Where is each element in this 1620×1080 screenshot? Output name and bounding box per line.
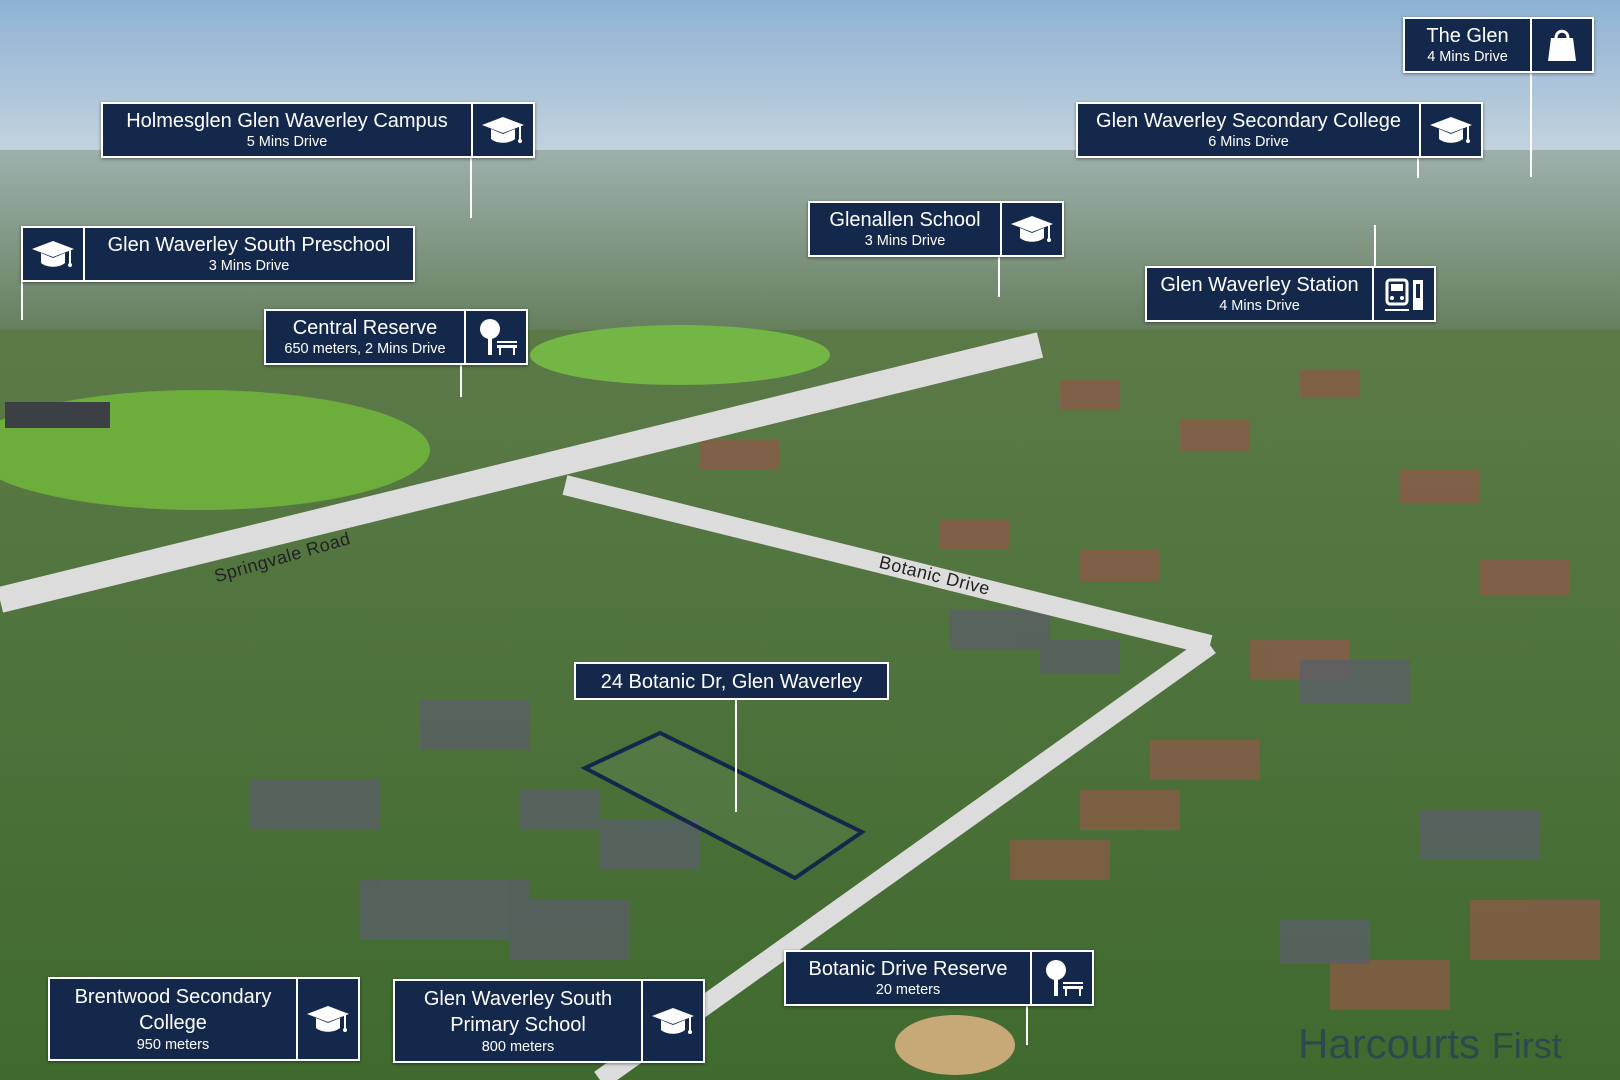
pointer-botanic-reserve	[1026, 1005, 1028, 1045]
place-detail: 6 Mins Drive	[1208, 134, 1289, 150]
pointer-the-glen	[1530, 72, 1532, 177]
pointer-holmesglen	[470, 158, 472, 218]
grandstand	[5, 402, 110, 428]
graduation-cap-icon	[471, 104, 533, 156]
place-name: Glen Waverley South Preschool	[107, 234, 391, 256]
brand-name: Harcourts	[1298, 1020, 1481, 1067]
place-detail: 5 Mins Drive	[246, 134, 328, 150]
callout-gw-south-preschool: Glen Waverley South Preschool 3 Mins Dri…	[21, 226, 415, 282]
graduation-cap-icon	[296, 979, 358, 1059]
graduation-cap-icon	[641, 981, 703, 1061]
place-detail: 4 Mins Drive	[1219, 298, 1300, 314]
callout-gw-secondary: Glen Waverley Secondary College 6 Mins D…	[1076, 102, 1483, 158]
callout-gw-south-primary: Glen Waverley South Primary School 800 m…	[393, 979, 705, 1063]
place-name: Holmesglen Glen Waverley Campus	[126, 110, 448, 132]
place-detail: 3 Mins Drive	[864, 233, 946, 249]
callout-glenallen: Glenallen School 3 Mins Drive	[808, 201, 1064, 257]
place-detail: 20 meters	[875, 982, 941, 998]
pointer-preschool	[21, 280, 23, 320]
callout-central-reserve: Central Reserve 650 meters, 2 Mins Drive	[264, 309, 528, 365]
springvale-road-line	[0, 332, 1044, 613]
graduation-cap-icon	[1419, 104, 1481, 156]
graduation-cap-icon	[23, 228, 85, 280]
place-detail: 800 meters	[481, 1039, 555, 1055]
place-name: Brentwood Secondary College	[74, 986, 272, 1034]
pointer-gw-secondary	[1417, 158, 1419, 178]
callout-the-glen: The Glen 4 Mins Drive	[1403, 17, 1594, 73]
graduation-cap-icon	[1000, 203, 1062, 255]
callout-botanic-reserve: Botanic Drive Reserve 20 meters	[784, 950, 1094, 1006]
harcourts-watermark: Harcourts First	[1298, 1020, 1562, 1068]
botanic-drive-line	[562, 475, 1213, 655]
place-name: Glen Waverley South Primary School	[423, 988, 613, 1036]
sports-oval-right	[530, 325, 830, 385]
place-name: Glen Waverley Station	[1160, 274, 1359, 296]
grey-rooftops	[250, 610, 1540, 964]
place-name: Botanic Drive Reserve	[808, 958, 1008, 980]
park-tree-bench-icon	[1030, 952, 1092, 1004]
callout-gw-station: Glen Waverley Station 4 Mins Drive	[1145, 266, 1436, 322]
park-tree-bench-icon	[464, 311, 526, 363]
pointer-glenallen	[998, 255, 1000, 297]
train-station-icon	[1372, 268, 1434, 320]
property-outline	[580, 730, 866, 881]
property-address-label: 24 Botanic Dr, Glen Waverley	[574, 662, 889, 700]
pointer-address	[735, 700, 737, 812]
brand-suffix: First	[1491, 1025, 1562, 1066]
place-name: Glen Waverley Secondary College	[1096, 110, 1401, 132]
place-detail: 3 Mins Drive	[208, 258, 290, 274]
place-detail: 650 meters, 2 Mins Drive	[284, 341, 446, 357]
rooftops	[700, 370, 1600, 1010]
place-name: Glenallen School	[829, 209, 981, 231]
place-name: Central Reserve	[292, 317, 438, 339]
place-name: The Glen	[1426, 25, 1509, 47]
pointer-central-reserve	[460, 365, 462, 397]
place-detail: 4 Mins Drive	[1427, 49, 1508, 65]
place-detail: 950 meters	[136, 1037, 210, 1053]
playground	[895, 1015, 1015, 1075]
pointer-station	[1374, 225, 1376, 275]
callout-holmesglen: Holmesglen Glen Waverley Campus 5 Mins D…	[101, 102, 535, 158]
shopping-bag-icon	[1530, 19, 1592, 71]
callout-brentwood: Brentwood Secondary College 950 meters	[48, 977, 360, 1061]
